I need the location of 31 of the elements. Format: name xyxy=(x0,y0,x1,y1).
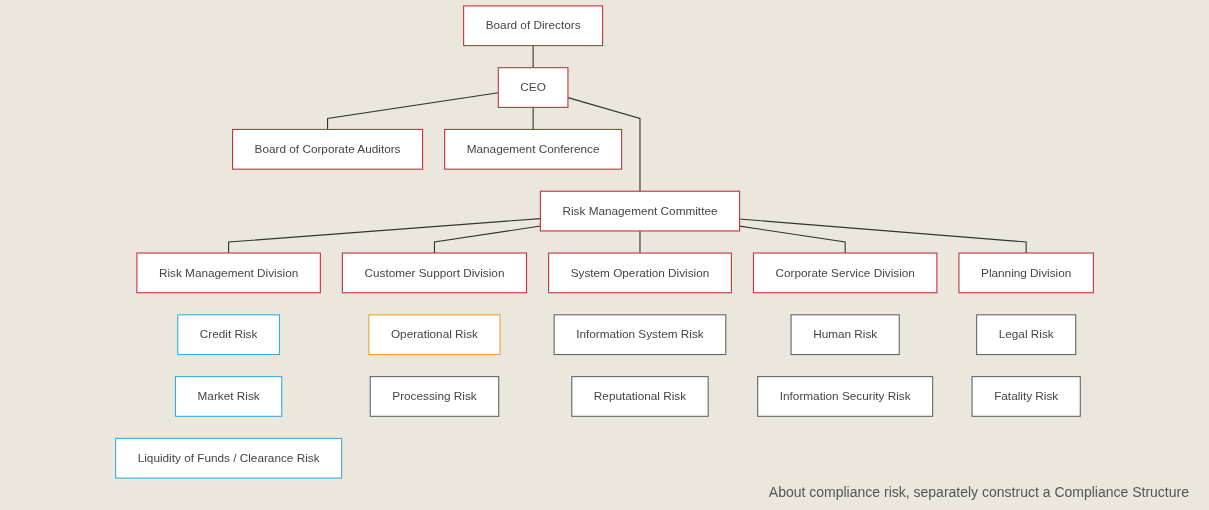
node-box: Management Conference xyxy=(444,128,623,170)
connector xyxy=(327,92,499,130)
connector xyxy=(532,45,534,69)
connector xyxy=(567,97,641,192)
node-box: System Operation Division xyxy=(548,252,732,294)
note-text: About compliance risk, separately construct a Compliance Structure xyxy=(768,484,1189,500)
node-box: Legal Risk xyxy=(976,314,1077,356)
connector xyxy=(228,218,541,254)
connector xyxy=(639,230,641,254)
node-box: Fatality Risk xyxy=(971,376,1081,417)
connector xyxy=(433,225,541,254)
node-box: Operational Risk xyxy=(368,314,501,356)
node-box: CEO xyxy=(497,67,569,108)
connector xyxy=(739,218,1027,254)
connector xyxy=(532,106,534,130)
node-box: Board of Corporate Auditors xyxy=(232,128,424,170)
node-box: Reputational Risk xyxy=(571,376,709,417)
node-box: Information Security Risk xyxy=(757,376,934,417)
node-box: Market Risk xyxy=(174,376,283,417)
connector xyxy=(739,225,846,254)
node-box: Board of Directors xyxy=(463,5,604,47)
node-box: Customer Support Division xyxy=(341,252,528,294)
node-box: Risk Management Committee xyxy=(539,190,741,232)
node-box: Human Risk xyxy=(790,314,900,356)
node-box: Liquidity of Funds / Clearance Risk xyxy=(115,437,343,479)
node-box: Information System Risk xyxy=(553,314,727,356)
node-box: Processing Risk xyxy=(369,376,500,417)
node-box: Corporate Service Division xyxy=(752,252,938,294)
node-box: Planning Division xyxy=(958,252,1094,294)
node-box: Credit Risk xyxy=(177,314,280,356)
node-box: Risk Management Division xyxy=(136,252,321,294)
